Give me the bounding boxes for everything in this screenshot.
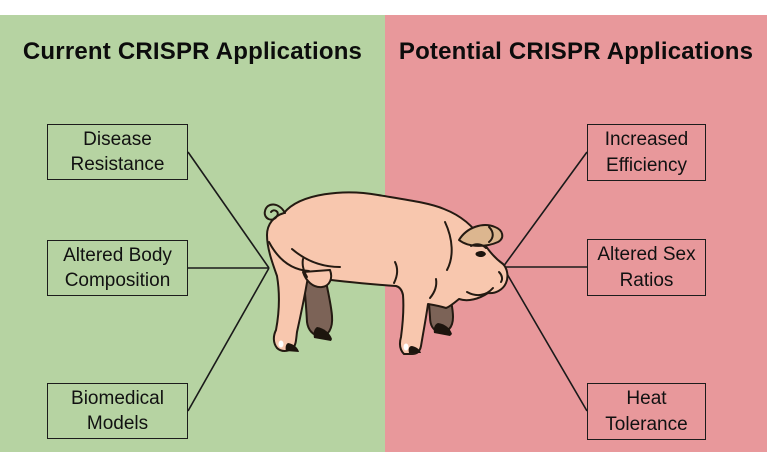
current-applications-title: Current CRISPR Applications — [22, 38, 363, 65]
potential-applications-title: Potential CRISPR Applications — [398, 38, 754, 65]
label-box-altered-sex-ratios: Altered Sex Ratios — [587, 239, 706, 296]
label-box-biomedical-models: Biomedical Models — [47, 383, 188, 439]
label-box-disease-resistance: Disease Resistance — [47, 124, 188, 180]
potential-applications-panel: Potential CRISPR Applications — [385, 15, 767, 452]
label-box-increased-efficiency: Increased Efficiency — [587, 124, 706, 181]
label-box-heat-tolerance: Heat Tolerance — [587, 383, 706, 440]
label-box-altered-body-composition: Altered Body Composition — [47, 240, 188, 296]
